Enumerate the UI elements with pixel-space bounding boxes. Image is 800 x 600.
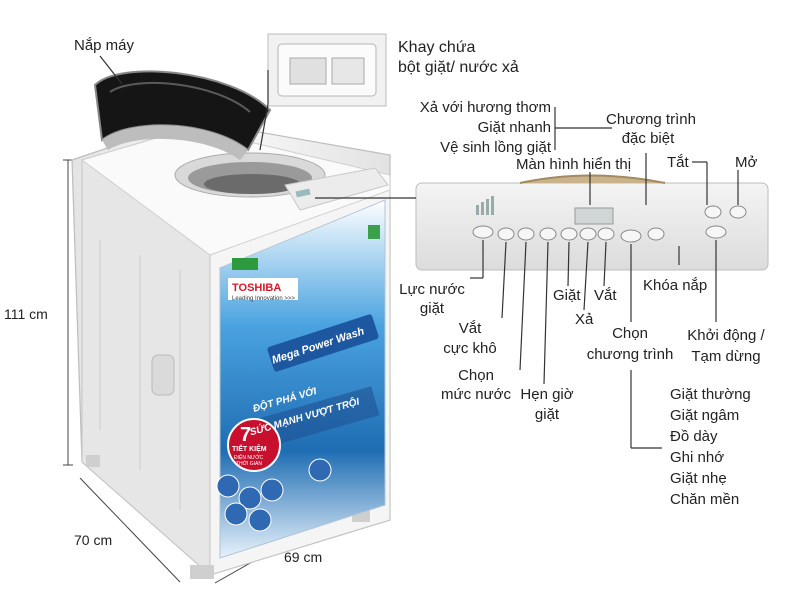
program-item: Ghi nhớ <box>670 449 725 466</box>
label-tray-line2: bột giặt/ nước xả <box>398 59 519 76</box>
dimension-height: 111 cm <box>4 306 48 322</box>
label-timer-line1: Hẹn giờ <box>520 386 574 403</box>
badge-line1: TIẾT KIỆM <box>232 446 267 453</box>
label-spin-dry-line1: Vắt <box>458 320 482 337</box>
badge-line2: ĐIỆN NƯỚC <box>234 455 264 461</box>
front-poster <box>216 199 386 559</box>
label-level-line2: mức nước <box>441 386 511 403</box>
label-wash: Giặt <box>553 287 581 304</box>
label-special-line1: Chương trình <box>606 111 696 128</box>
glass-lid <box>93 70 272 160</box>
label-lid: Nắp máy <box>74 37 135 54</box>
label-tray-line1: Khay chứa <box>398 39 476 56</box>
control-panel-closeup <box>415 174 769 271</box>
program-list: Giặt thường Giặt ngâm Đồ dày Ghi nhớ Giặ… <box>670 384 751 510</box>
label-on: Mở <box>735 154 758 171</box>
program-item: Giặt nhẹ <box>670 470 727 487</box>
brand-logo: TOSHIBA <box>232 282 282 294</box>
program-item: Giặt ngâm <box>670 407 740 424</box>
label-program-line2: chương trình <box>586 346 674 363</box>
label-program-line1: Chọn <box>612 325 648 342</box>
badge-line3: THỜI GIAN <box>236 461 262 467</box>
program-item: Chăn mền <box>670 491 740 508</box>
dimension-depth: 70 cm <box>74 532 113 548</box>
label-timer-line2: giặt <box>534 406 560 423</box>
label-quick-wash: Giặt nhanh <box>477 119 551 136</box>
badge-number: 7 <box>240 424 252 446</box>
label-lid-lock: Khóa nắp <box>643 277 708 294</box>
label-tub-clean: Vệ sinh lồng giặt <box>440 139 551 156</box>
label-off: Tắt <box>667 154 689 171</box>
label-start-line2: Tạm dừng <box>691 348 761 365</box>
label-rinse: Xả <box>575 311 594 328</box>
label-spin: Vắt <box>594 287 617 304</box>
program-item: Giặt thường <box>670 386 751 403</box>
detergent-tray-inset <box>267 33 387 107</box>
program-item: Đồ dày <box>670 428 718 445</box>
label-fragrance: Xả với hương thơm <box>419 99 551 116</box>
label-water-line2: giặt <box>419 300 445 317</box>
label-special-line2: đặc biệt <box>621 130 675 147</box>
label-display: Màn hình hiển thị <box>516 156 632 173</box>
brand-tagline: Leading Innovation >>> <box>232 296 295 302</box>
label-spin-dry-line2: cực khô <box>443 340 497 357</box>
label-level-line1: Chọn <box>458 367 494 384</box>
label-water-line1: Lực nước <box>399 281 465 298</box>
leader-lines <box>99 55 739 449</box>
dimension-width: 69 cm <box>284 549 323 565</box>
label-start-line1: Khởi động / <box>687 327 765 344</box>
